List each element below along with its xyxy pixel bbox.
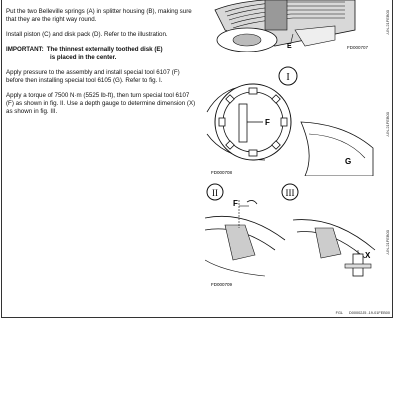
roman-iii: III bbox=[286, 188, 295, 198]
page-footer: FGL D00002J5 -19-01FEB00 bbox=[330, 311, 390, 315]
important-note: IMPORTANT:The thinnest externally toothe… bbox=[6, 46, 196, 62]
figure-ii-iii: II III F X FD000709 bbox=[205, 183, 376, 287]
important-line2: is placed in the center. bbox=[50, 54, 117, 61]
roman-ii: II bbox=[212, 188, 218, 198]
callout-g: G bbox=[345, 157, 351, 166]
callout-x: X bbox=[365, 251, 371, 260]
figure-i: I F G FD000708 bbox=[206, 66, 374, 176]
paragraph-piston: Install piston (C) and disk pack (D). Re… bbox=[6, 31, 168, 38]
page-border-bottom bbox=[1, 317, 393, 318]
page-border-right bbox=[392, 0, 393, 318]
instruction-text: Put the two Belleville springs (A) in sp… bbox=[6, 8, 196, 123]
callout-f-fig2: F bbox=[233, 199, 238, 208]
paragraph-torque: Apply a torque of 7500 N·m (5525 lb-ft),… bbox=[6, 92, 196, 115]
figure-code-middle: FD000708 bbox=[211, 170, 233, 175]
figure-disk-pack: E bbox=[205, 0, 377, 52]
figure-code-bottom: FD000709 bbox=[211, 282, 233, 287]
page-border-left bbox=[1, 0, 2, 318]
roman-i: I bbox=[286, 72, 289, 83]
side-code-1: -UN-21FEB00 bbox=[385, 10, 390, 36]
callout-e: E bbox=[287, 43, 292, 50]
callout-f-fig1: F bbox=[265, 118, 270, 127]
paragraph-pressure: Apply pressure to the assembly and insta… bbox=[6, 69, 180, 84]
footer-left: FGL bbox=[335, 311, 344, 315]
important-line1: The thinnest externally toothed disk (E) bbox=[46, 46, 163, 53]
figure-code-top: FD000707 bbox=[347, 45, 369, 50]
important-label: IMPORTANT: bbox=[6, 46, 44, 53]
paragraph-belleville: Put the two Belleville springs (A) in sp… bbox=[6, 8, 192, 23]
side-code-3: -UN-21FEB00 bbox=[385, 230, 390, 256]
side-code-2: -UN-21FEB00 bbox=[385, 112, 390, 138]
footer-right: D00002J5 -19-01FEB00 bbox=[349, 311, 390, 315]
